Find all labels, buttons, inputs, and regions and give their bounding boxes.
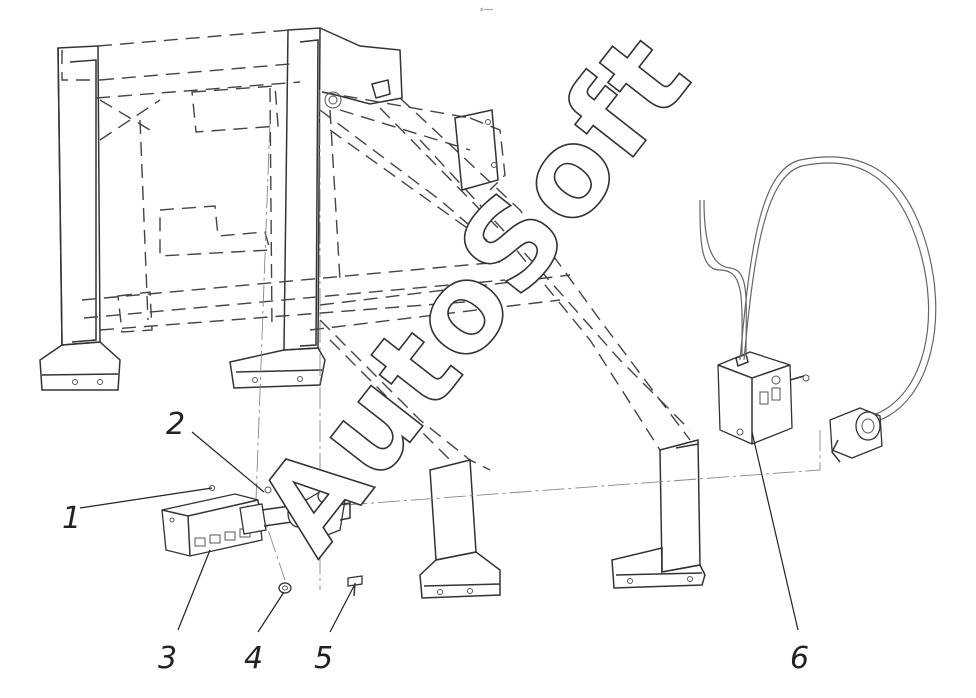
header-mark: ⸗— [480, 4, 493, 15]
control-box [717, 351, 810, 445]
nut [278, 582, 292, 594]
junction-box [161, 493, 263, 557]
leader-lines [79, 431, 799, 633]
trailer-socket [239, 485, 351, 539]
cable-harness [699, 156, 937, 421]
screw-2 [264, 486, 272, 494]
callout-3: 3 [158, 641, 177, 676]
callout-5: 5 [314, 641, 333, 676]
watermark: AutoSoft [231, 10, 718, 578]
hitch-frame [39, 27, 706, 599]
bolt [347, 575, 363, 597]
callout-2: 2 [166, 407, 185, 442]
callout-6: 6 [790, 641, 809, 676]
callout-1: 1 [62, 501, 81, 536]
plug-connector [829, 407, 883, 463]
callout-4: 4 [244, 641, 263, 676]
